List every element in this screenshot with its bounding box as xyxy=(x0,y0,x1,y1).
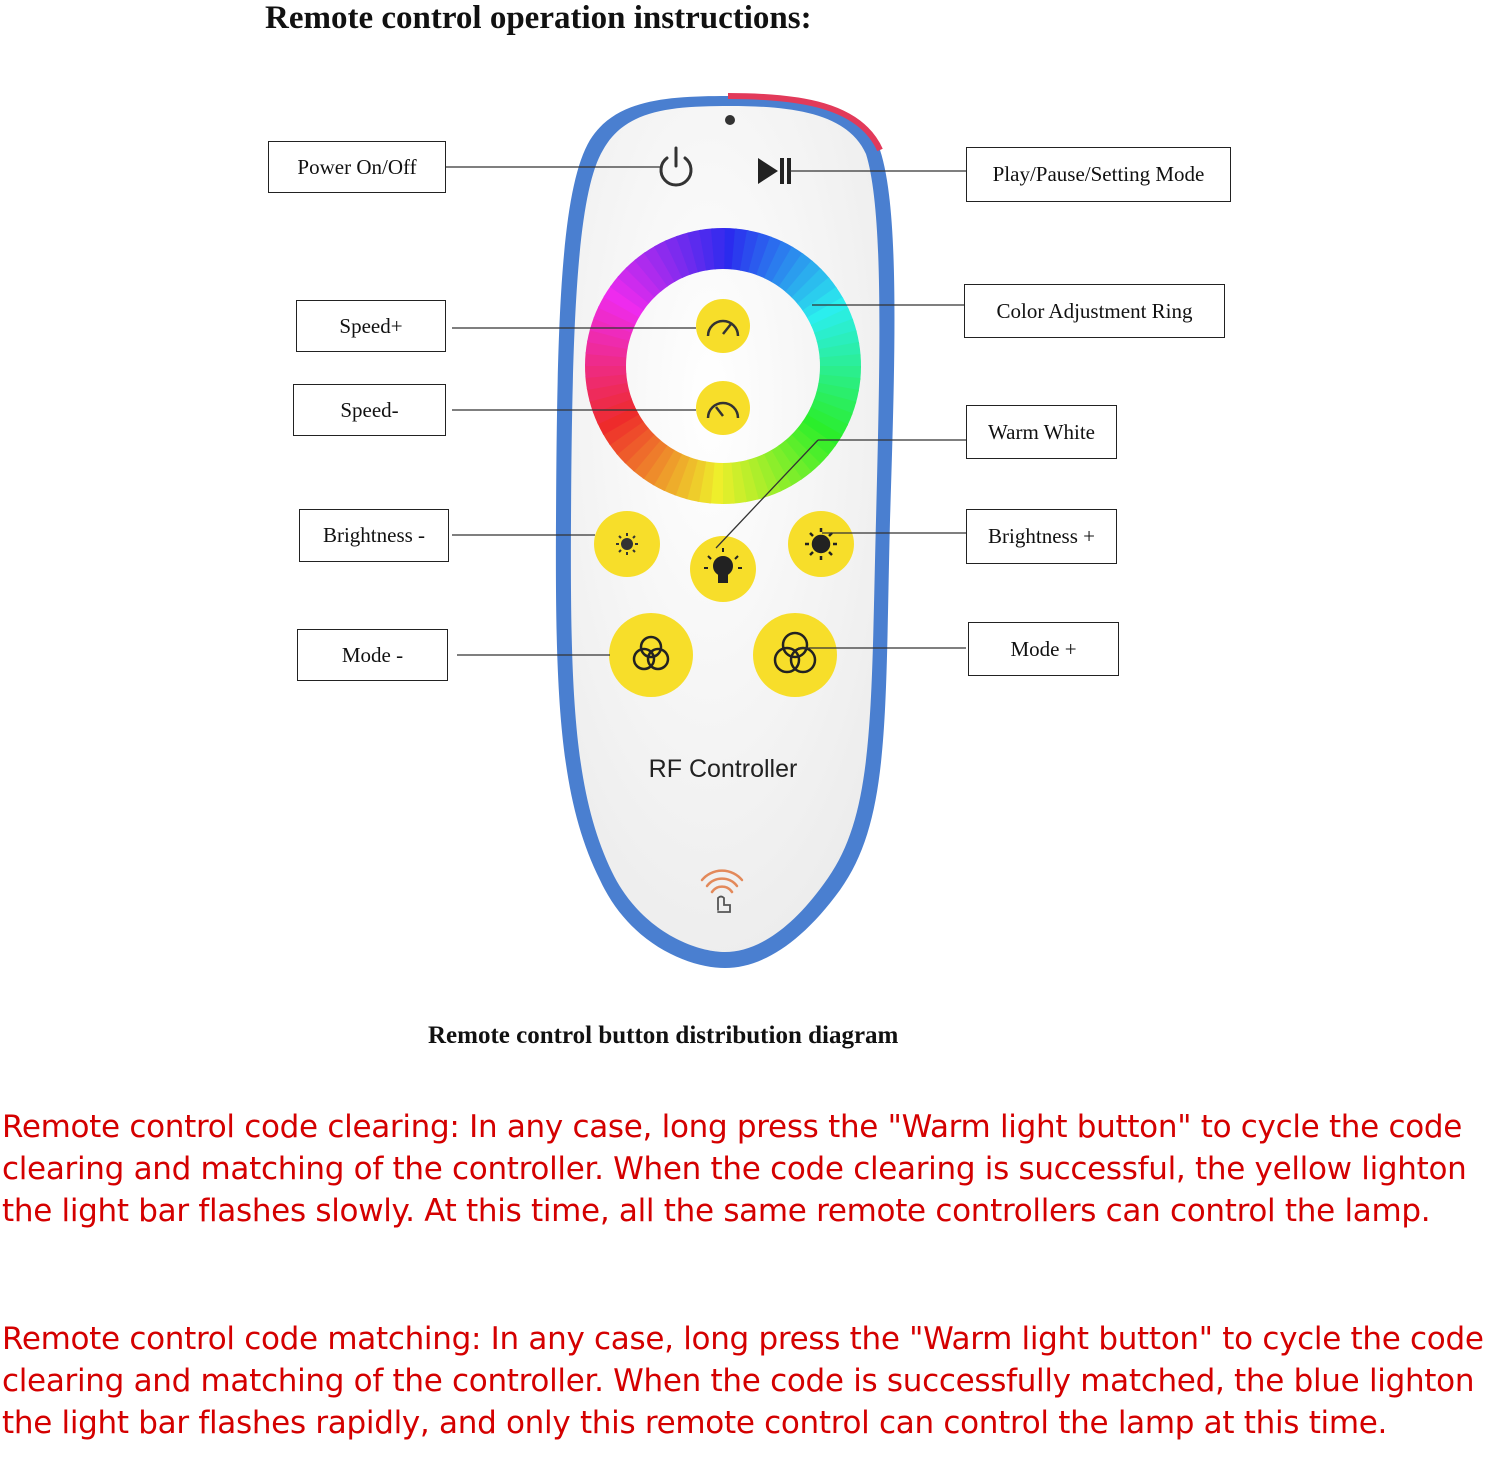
mode-plus-button[interactable] xyxy=(753,613,837,697)
mode-minus-button[interactable] xyxy=(609,613,693,697)
speed-minus-button[interactable] xyxy=(696,381,750,435)
color-ring-segment[interactable] xyxy=(608,420,649,455)
color-ring-segment[interactable] xyxy=(589,389,632,414)
color-ring-segment[interactable] xyxy=(642,444,675,486)
color-ring-segment[interactable] xyxy=(585,364,627,379)
color-ring-segment[interactable] xyxy=(609,275,650,311)
color-ring-segment[interactable] xyxy=(778,252,814,293)
color-ring-segment[interactable] xyxy=(625,259,662,298)
diagram-caption: Remote control button distribution diagr… xyxy=(428,1022,899,1049)
color-ring-segment[interactable] xyxy=(784,434,821,473)
code-clearing-text: Remote control code clearing: In any cas… xyxy=(2,1109,1467,1229)
code-matching-text: Remote control code matching: In any cas… xyxy=(2,1321,1484,1441)
color-ring-segment[interactable] xyxy=(785,260,822,299)
play-pause-icon[interactable] xyxy=(758,158,791,184)
speedometer-icon xyxy=(706,401,740,419)
color-ring-segment[interactable] xyxy=(710,228,725,270)
color-ring-segment[interactable] xyxy=(632,439,668,480)
color-ring-segment[interactable] xyxy=(587,328,630,350)
color-ring-segment[interactable] xyxy=(814,318,857,343)
brand-text: RF Controller xyxy=(649,755,798,783)
color-ring-segment[interactable] xyxy=(674,456,698,500)
power-label: Power On/Off xyxy=(268,141,446,193)
color-ring-segment[interactable] xyxy=(797,277,838,312)
color-ring-segment[interactable] xyxy=(699,228,716,271)
color-ring-segment[interactable] xyxy=(807,297,849,327)
brightness-plus-label: Brightness + xyxy=(966,509,1117,564)
sun-small-icon xyxy=(616,533,638,555)
color-ring-segment[interactable] xyxy=(730,461,747,504)
indicator-led xyxy=(725,115,735,125)
color-ring-segment[interactable] xyxy=(731,228,749,271)
color-ring-segment[interactable] xyxy=(791,268,830,305)
color-ring-segment[interactable] xyxy=(806,406,849,437)
warm-white-button[interactable] xyxy=(690,536,756,602)
color-ring-segment[interactable] xyxy=(593,306,636,333)
brightness-minus-button[interactable] xyxy=(594,511,660,577)
page-title: Remote control operation instructions: xyxy=(265,0,812,36)
color-ring-segment[interactable] xyxy=(616,427,655,464)
color-ring-segment[interactable] xyxy=(697,461,715,504)
speed-plus-label: Speed+ xyxy=(296,300,446,352)
color-ring-segment[interactable] xyxy=(810,307,854,335)
color-ring-segment[interactable] xyxy=(652,449,683,492)
color-ring-segment[interactable] xyxy=(675,232,700,275)
color-ring-segment[interactable] xyxy=(585,373,628,390)
color-ring-segment[interactable] xyxy=(685,459,707,502)
leader-lines xyxy=(446,166,966,656)
color-ring-segment[interactable] xyxy=(617,267,656,304)
color-ring-segment[interactable] xyxy=(748,232,772,276)
color-ring-segment[interactable] xyxy=(813,391,857,415)
color-ring-segment[interactable] xyxy=(790,428,829,465)
sun-large-icon xyxy=(805,528,837,560)
bulb-icon xyxy=(704,548,742,583)
color-ring-segment[interactable] xyxy=(819,353,861,368)
color-ring-segment[interactable] xyxy=(762,450,792,492)
color-ring-segment[interactable] xyxy=(663,453,690,496)
color-ring-segment[interactable] xyxy=(634,251,669,292)
speed-minus-label: Speed- xyxy=(293,384,446,436)
color-ring-segment[interactable] xyxy=(592,397,636,425)
color-ring-segment[interactable] xyxy=(721,462,736,505)
color-ring-segment[interactable] xyxy=(756,236,783,279)
color-ring-label: Color Adjustment Ring xyxy=(964,284,1225,338)
color-ring-segment[interactable] xyxy=(597,295,640,326)
color-ring-segment[interactable] xyxy=(771,246,804,288)
remote-diagram: RF Controller xyxy=(446,93,966,968)
color-ring-segment[interactable] xyxy=(624,433,661,472)
warm-white-label: Warm White xyxy=(966,405,1117,459)
color-ring-segment[interactable] xyxy=(602,413,644,446)
color-ring-segment[interactable] xyxy=(654,240,684,282)
wireless-touch-icon xyxy=(700,869,744,913)
brightness-plus-button[interactable] xyxy=(788,511,854,577)
color-ring-segment[interactable] xyxy=(802,286,844,319)
mode-minus-label: Mode - xyxy=(297,629,448,681)
color-ring-segment[interactable] xyxy=(816,382,859,404)
color-ring-segment[interactable] xyxy=(818,342,861,359)
rgb-circles-icon xyxy=(632,635,670,671)
color-ring-segment[interactable] xyxy=(763,240,794,283)
color-ring-segment[interactable] xyxy=(777,440,812,481)
color-ring-segment[interactable] xyxy=(664,235,692,279)
color-ring-segment[interactable] xyxy=(746,457,771,500)
brightness-minus-label: Brightness - xyxy=(299,509,449,562)
speed-plus-button[interactable] xyxy=(696,299,750,353)
mode-plus-label: Mode + xyxy=(968,622,1119,676)
color-ring-segment[interactable] xyxy=(643,245,676,287)
color-ring-segment[interactable] xyxy=(810,399,853,426)
color-adjustment-ring[interactable] xyxy=(585,228,861,505)
color-ring-segment[interactable] xyxy=(603,285,645,318)
power-icon[interactable] xyxy=(659,146,693,187)
color-ring-segment[interactable] xyxy=(589,317,633,341)
color-ring-segment[interactable] xyxy=(801,414,843,447)
color-ring-segment[interactable] xyxy=(796,421,837,457)
play-pause-label: Play/Pause/Setting Mode xyxy=(966,147,1231,202)
speedometer-icon xyxy=(706,319,740,337)
color-ring-segment[interactable] xyxy=(818,374,861,392)
color-ring-segment[interactable] xyxy=(770,445,803,487)
color-ring-segment[interactable] xyxy=(585,340,628,358)
color-ring-segment[interactable] xyxy=(739,230,761,273)
color-ring-segment[interactable] xyxy=(597,405,639,435)
